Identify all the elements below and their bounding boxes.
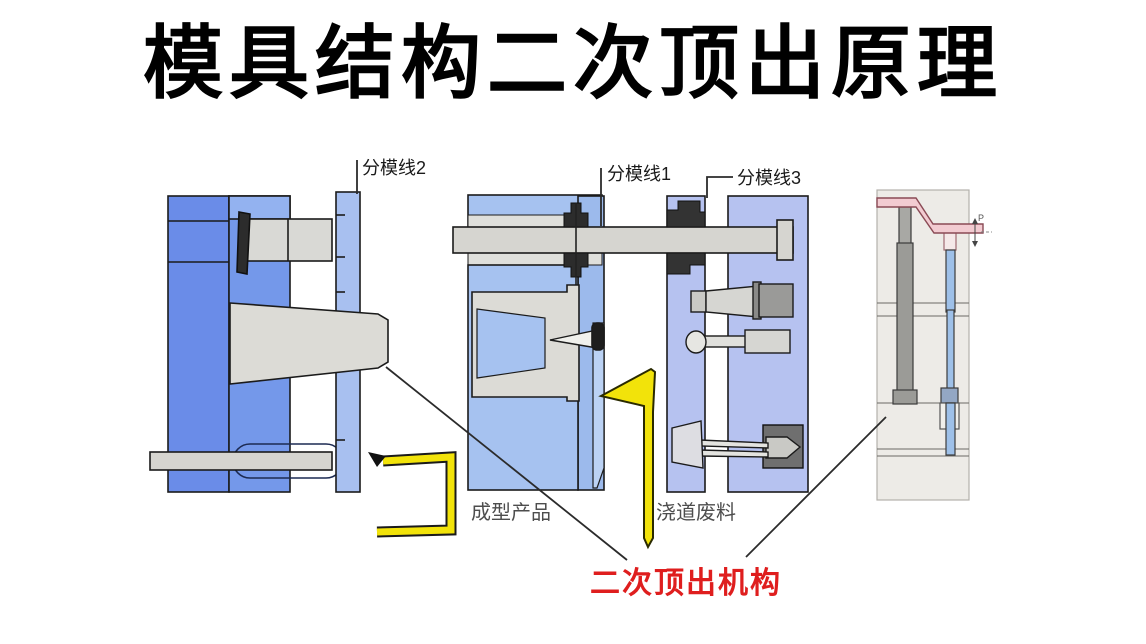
- molded-product-shape: [471, 284, 605, 402]
- leader-callout-to-detail: [745, 416, 887, 558]
- label-dimension-p: P: [978, 213, 985, 223]
- core-pin: [229, 302, 389, 385]
- runner-clip-bottom: [666, 252, 706, 275]
- detail-gray-pin: [896, 242, 914, 392]
- product-cavity: [476, 308, 546, 379]
- page-title: 模具结构二次顶出原理: [143, 19, 1003, 108]
- dimension-mark: [972, 218, 992, 247]
- bottom-guide-bar: [149, 451, 333, 471]
- detail-pin-tab: [943, 231, 957, 251]
- ejector-pin2-body: [744, 329, 791, 354]
- label-secondary-ejection-mechanism: 二次顶出机构: [590, 567, 782, 600]
- label-molded-product: 成型产品: [471, 502, 551, 524]
- ejector-bar: [452, 219, 794, 261]
- latch-clips: [563, 200, 706, 300]
- ejector-pin1-body: [758, 283, 794, 318]
- detail-view: [876, 189, 992, 501]
- leader-parting-line-3: [706, 176, 733, 198]
- left-back-plate: [167, 195, 230, 493]
- detail-blue-pin-upper: [945, 249, 956, 313]
- gate-bushing: [591, 322, 605, 351]
- label-parting-line-3: 分模线3: [737, 168, 802, 188]
- return-arrow-head: [368, 452, 386, 467]
- bushing-cylinder: [241, 218, 333, 262]
- leader-core-to-callout: [385, 366, 628, 561]
- runner-side-details: [671, 281, 804, 469]
- label-parting-line-2: 分模线2: [362, 158, 427, 178]
- detail-molded-part-pink: [876, 197, 984, 234]
- detail-gray-pin-foot: [892, 389, 918, 405]
- black-pin: [236, 211, 251, 275]
- return-arrow-u: [376, 453, 455, 536]
- detail-gray-pin-top: [898, 206, 912, 245]
- sprue-cap: [671, 420, 704, 469]
- ejector-pin2-head: [685, 330, 707, 354]
- label-runner-waste: 浇道废料: [656, 502, 736, 524]
- ejection-arrow-vertical: [598, 367, 657, 550]
- ejector-pin1-shaft: [705, 285, 759, 318]
- left-mold-assembly: [149, 191, 389, 493]
- detail-blue-pin-collar: [940, 387, 959, 404]
- detail-blue-pin-mid: [946, 309, 955, 391]
- yellow-arrows: [368, 367, 657, 550]
- ejector-pin1-head: [690, 290, 707, 313]
- detail-blue-pin-lower: [945, 402, 956, 456]
- leader-lines: [356, 160, 887, 561]
- label-parting-line-1: 分模线1: [607, 164, 672, 184]
- ejector-strip: [592, 322, 605, 489]
- runner-clip-top: [666, 200, 706, 228]
